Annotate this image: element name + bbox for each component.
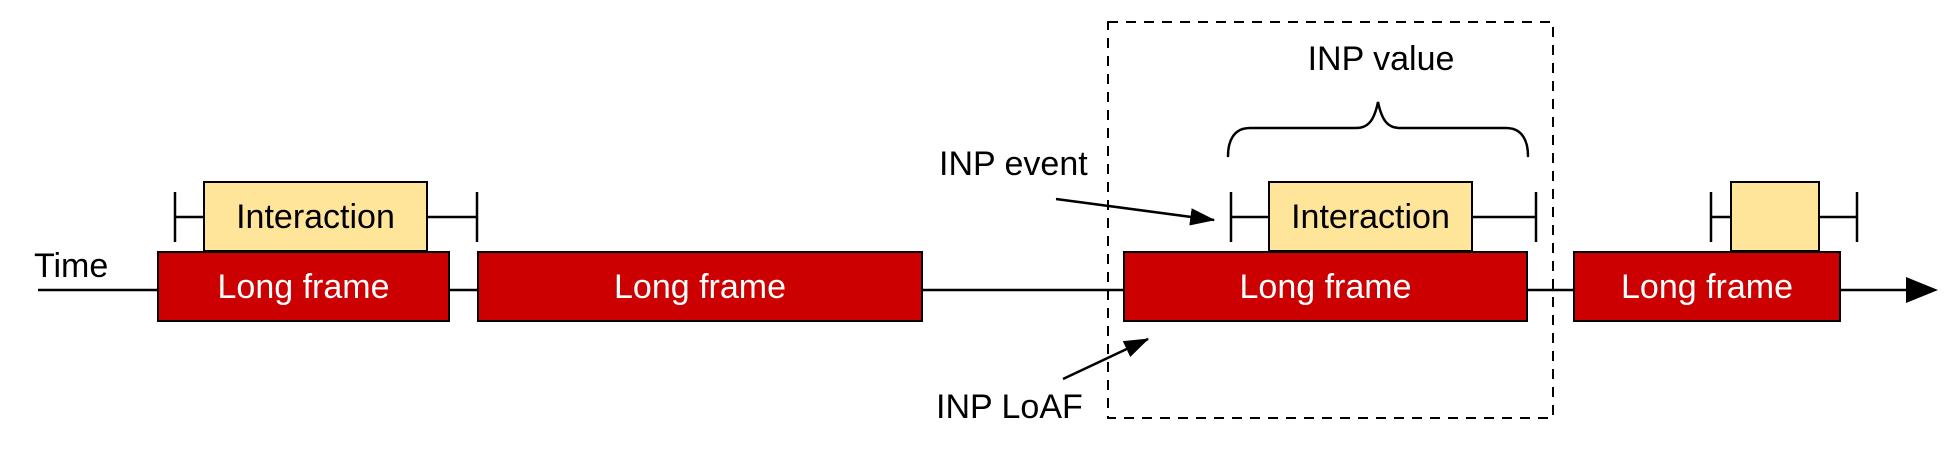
time-axis-label: Time [34,247,109,285]
interaction-1-label: Interaction [236,197,395,236]
inp-event-arrow [1055,197,1216,226]
interaction-2-label: Interaction [1291,197,1450,236]
long-frame-4: Long frame [1573,251,1841,322]
inp-value-label: INP value [1307,40,1455,78]
inp-loaf-label: INP LoAF [936,388,1083,426]
inp-loaf-boundary-box [1107,21,1554,419]
long-frame-2-label: Long frame [614,267,786,306]
interaction-2-whiskers [1229,192,1538,242]
long-frame-3-label: Long frame [1239,267,1412,306]
inp-event-label: INP event [939,145,1088,183]
interaction-3-whiskers [1709,192,1859,242]
interaction-1-whiskers [173,192,479,242]
long-frame-2: Long frame [477,251,923,322]
inp-value-brace [1226,101,1530,158]
long-frame-1-label: Long frame [217,267,390,306]
long-frame-4-label: Long frame [1621,267,1793,306]
interaction-2-inp-event: Interaction [1268,181,1473,252]
long-frame-3-inp-loaf: Long frame [1123,251,1528,322]
long-frame-1: Long frame [157,251,450,322]
inp-loaf-arrow [1062,337,1150,381]
interaction-1: Interaction [203,181,428,252]
timeline-arrowhead-icon [1906,277,1938,303]
